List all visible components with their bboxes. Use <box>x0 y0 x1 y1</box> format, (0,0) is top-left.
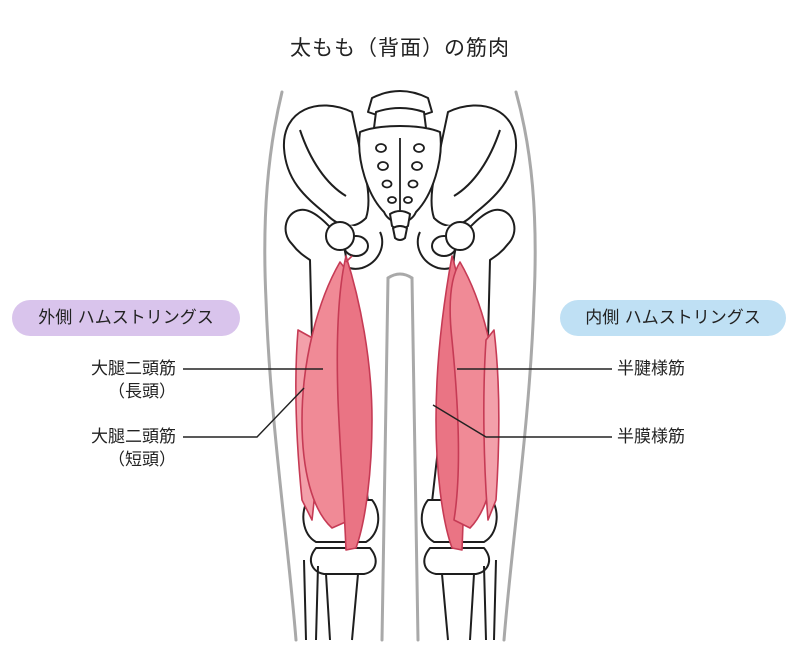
biceps-long-label: 大腿二頭筋 <box>66 358 176 380</box>
biceps-short-label: 大腿二頭筋 <box>66 426 176 448</box>
leader-biceps-short <box>183 388 304 437</box>
leader-lines <box>183 369 612 437</box>
hamstring-muscles <box>296 256 499 550</box>
biceps-short-sub-label: （短頭） <box>66 449 176 471</box>
lateral-hamstrings-label: 外側 ハムストリングス <box>12 300 240 336</box>
semimembranosus-label: 半膜様筋 <box>617 426 685 448</box>
medial-hamstrings-label: 内側 ハムストリングス <box>560 300 786 336</box>
right-biceps-short-head <box>484 330 499 520</box>
page-title: 太もも（背面）の筋肉 <box>0 32 800 62</box>
semitendinosus-label: 半腱様筋 <box>617 358 685 380</box>
biceps-long-sub-label: （長頭） <box>66 381 176 403</box>
